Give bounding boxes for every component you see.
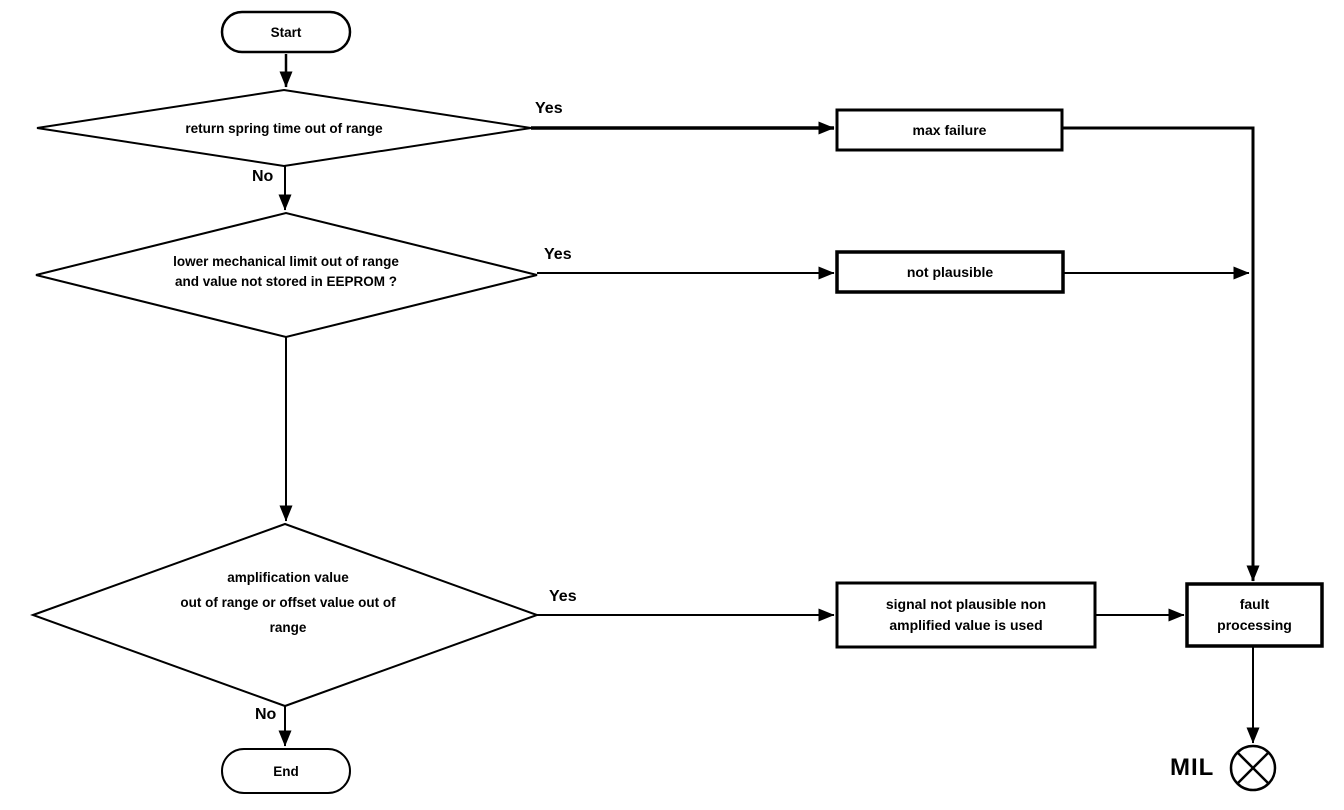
- decision1-label: return spring time out of range: [185, 120, 383, 136]
- decision2-yes-edge-label: Yes: [544, 246, 572, 263]
- fault-processing-box-shape: [1185, 582, 1324, 648]
- start-label: Start: [270, 24, 302, 40]
- signal-not-plausible-box-shape: [835, 581, 1097, 649]
- decision3-yes-edge-label: Yes: [549, 588, 577, 605]
- decision2-label: lower mechanical limit out of range and …: [86, 250, 486, 294]
- decision1-no-edge-label: No: [252, 168, 274, 185]
- fault-processing-label: fault processing: [1187, 584, 1322, 646]
- fault-processing-label-line1: fault: [1239, 596, 1270, 612]
- signal-not-plausible-label-line1: signal not plausible non: [885, 596, 1047, 612]
- fault-processing-label-line2: processing: [1217, 617, 1292, 633]
- decision3-label: amplification value out of range or offs…: [88, 564, 488, 640]
- mil-lamp-x-stroke-2: [1236, 751, 1270, 785]
- decision2-label-line1: lower mechanical limit out of range: [173, 254, 399, 269]
- signal-not-plausible-label: signal not plausible non amplified value…: [837, 583, 1095, 647]
- decision3-no-edge-label: No: [255, 706, 277, 723]
- connector-max-failure-to-fault-processing: [1062, 126, 1260, 582]
- decision3-label-line2: out of range or offset value out of: [180, 594, 396, 610]
- max-failure-box-shape: [835, 108, 1064, 152]
- mil-label: MIL: [1170, 754, 1215, 781]
- max-failure-label: max failure: [912, 122, 987, 138]
- not-plausible-label: not plausible: [906, 264, 994, 280]
- signal-not-plausible-label-line2: amplified value is used: [889, 617, 1043, 633]
- decision2-diamond-shape: [35, 211, 538, 339]
- end-terminator-shape: [221, 748, 351, 794]
- end-label: End: [273, 763, 299, 779]
- decision1-yes-edge-label: Yes: [535, 100, 563, 117]
- decision2-label-line2: and value not stored in EEPROM ?: [174, 274, 398, 289]
- decision3-label-line1: amplification value: [227, 569, 349, 585]
- decision3-label-line3: range: [269, 619, 307, 635]
- start-terminator-shape: [220, 10, 352, 54]
